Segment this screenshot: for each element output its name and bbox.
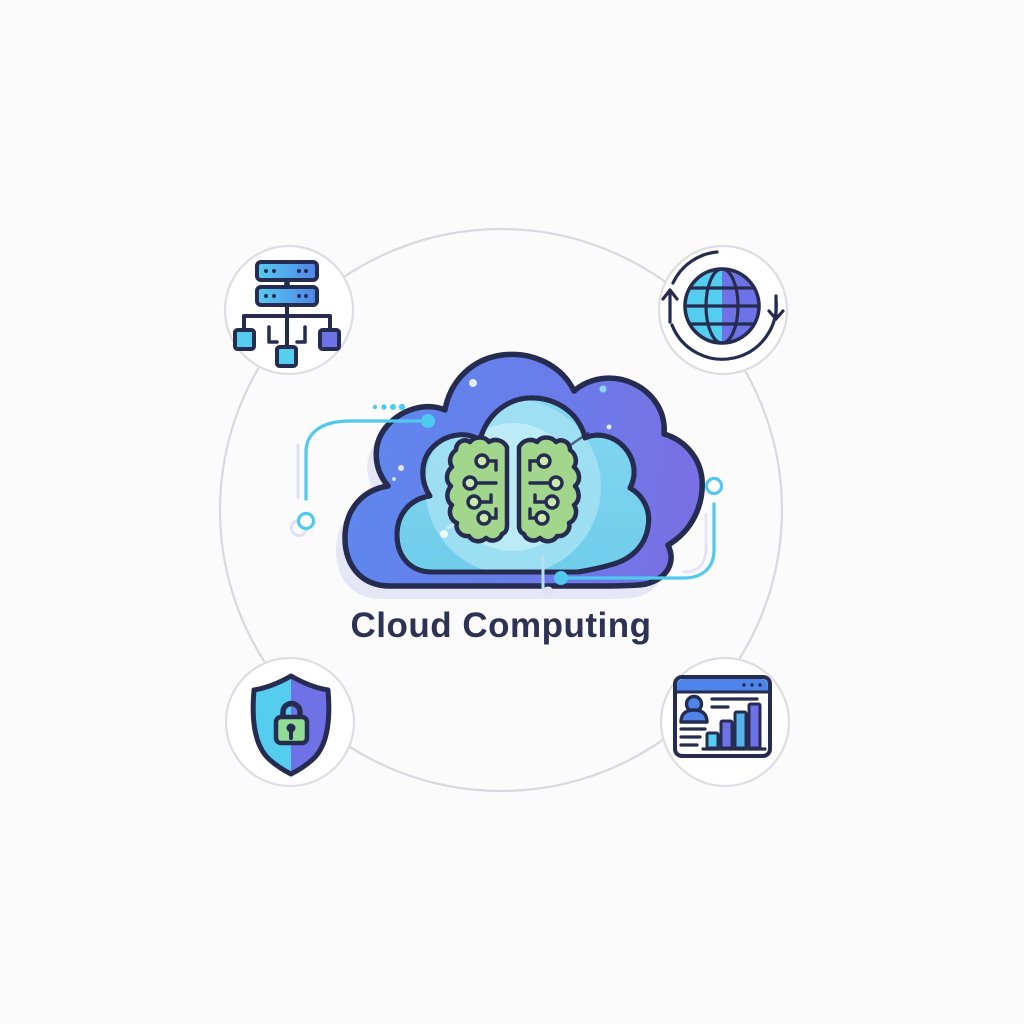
- circuit-line-right: [541, 476, 724, 598]
- bar-chart: [701, 702, 767, 751]
- dotted-trail: [372, 403, 406, 411]
- shield-lock-icon: [224, 656, 356, 788]
- text-lines: [679, 697, 759, 747]
- analytics-dashboard-icon: [659, 656, 791, 788]
- cloud-deco-dots: [392, 379, 612, 538]
- diagram-title: Cloud Computing: [350, 606, 651, 645]
- window-dots: [742, 683, 762, 687]
- cloud-ai-brain-icon: [345, 354, 702, 586]
- server-network-icon: [223, 244, 355, 376]
- orbit-ring: [218, 227, 784, 793]
- circuit-line-left: [290, 403, 435, 537]
- globe-sync-icon: [657, 244, 789, 376]
